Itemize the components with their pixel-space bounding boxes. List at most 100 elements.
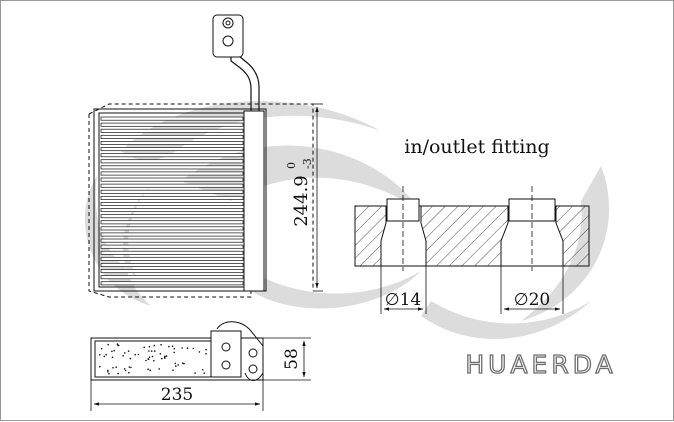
evaporator-top-view	[90, 321, 264, 381]
depth-dimension-value: 58	[282, 348, 302, 370]
texture-dot	[145, 359, 147, 362]
fin-tube	[100, 183, 244, 188]
texture-dot	[205, 348, 207, 351]
fin-tube	[100, 244, 244, 249]
fin-tube	[100, 189, 244, 194]
texture-dot	[174, 362, 177, 365]
fin-tube	[100, 134, 244, 139]
fin-tube	[100, 269, 244, 274]
diameter-symbol: ∅	[385, 290, 400, 310]
texture-dot	[171, 345, 174, 348]
fin-tube	[100, 116, 244, 121]
fin-tube	[100, 171, 244, 176]
texture-dot	[107, 369, 109, 372]
texture-dot	[137, 353, 140, 356]
texture-dot	[148, 350, 150, 352]
texture-dot	[165, 355, 168, 357]
texture-dot	[160, 343, 162, 346]
texture-dot	[173, 351, 175, 354]
height-dimension	[313, 103, 323, 292]
texture-dot	[103, 355, 106, 358]
texture-dot	[153, 344, 156, 347]
texture-dot	[143, 346, 145, 349]
texture-dot	[149, 369, 151, 372]
brand-logo: HUAERDA	[465, 350, 616, 379]
texture-dot	[113, 349, 115, 352]
height-upper-tolerance: 0	[285, 162, 298, 169]
fin-tube	[100, 275, 244, 280]
texture-dot	[99, 365, 101, 368]
texture-dot	[183, 362, 185, 365]
texture-dot	[128, 371, 130, 374]
texture-dot	[111, 350, 113, 353]
fin-tube	[100, 226, 244, 231]
fin-tube	[100, 177, 244, 182]
texture-dot	[148, 356, 151, 359]
fin-tube	[100, 220, 244, 225]
texture-dot	[153, 360, 155, 362]
fin-tube	[100, 165, 244, 170]
height-dimension-value: 244.9	[291, 175, 312, 227]
fin-tube	[100, 202, 244, 206]
fin-tube	[100, 256, 244, 261]
evaporator-front-view	[88, 14, 314, 298]
top-view-fin-texture	[99, 343, 207, 375]
texture-dot	[117, 372, 119, 375]
depth-dimension	[263, 337, 311, 381]
texture-dot	[161, 357, 163, 360]
fin-tube	[100, 153, 244, 158]
texture-dot	[205, 352, 207, 355]
texture-dot	[175, 365, 177, 367]
texture-dot	[181, 347, 183, 349]
texture-dot	[111, 356, 114, 359]
texture-dot	[173, 347, 176, 350]
fitting-cross-section	[354, 198, 590, 267]
fin-tube	[100, 141, 244, 145]
width-dimension-value: 235	[161, 385, 193, 405]
texture-dot	[107, 343, 109, 346]
texture-dot	[172, 369, 174, 371]
texture-dot	[127, 350, 130, 352]
texture-dot	[124, 369, 127, 372]
fin-tube	[100, 128, 244, 133]
texture-dot	[181, 362, 184, 365]
small-port-value: 14	[400, 290, 422, 310]
texture-dot	[130, 366, 132, 369]
texture-dot	[151, 355, 154, 358]
texture-dot	[122, 355, 124, 357]
texture-dot	[116, 343, 119, 345]
texture-dot	[134, 353, 136, 356]
texture-dot	[147, 368, 149, 371]
texture-dot	[202, 369, 204, 371]
texture-dot	[164, 357, 166, 359]
fin-tube	[100, 232, 244, 237]
texture-dot	[100, 347, 103, 350]
texture-dot	[168, 345, 170, 348]
texture-dot	[203, 372, 205, 374]
texture-dot	[158, 368, 160, 370]
large-port-value: 20	[529, 290, 551, 310]
fin-tube	[100, 159, 244, 164]
fin-tube	[100, 208, 244, 213]
large-port-diameter: ∅20	[514, 290, 550, 310]
texture-dot	[128, 366, 131, 368]
texture-dot	[112, 367, 114, 369]
small-port-diameter: ∅14	[385, 290, 421, 310]
fin-tube	[100, 214, 244, 219]
fin-tube	[100, 238, 244, 243]
fin-tube	[100, 147, 244, 152]
fin-tube	[100, 195, 244, 200]
texture-dot	[192, 347, 195, 350]
texture-dot	[105, 353, 107, 356]
texture-dot	[148, 345, 151, 348]
texture-dot	[124, 352, 126, 354]
evaporator-fins	[100, 116, 244, 286]
fin-tube	[100, 281, 244, 286]
texture-dot	[150, 350, 153, 352]
texture-dot	[194, 372, 196, 374]
fin-tube	[100, 263, 244, 267]
width-dimension	[90, 380, 264, 411]
texture-dot	[159, 353, 162, 355]
